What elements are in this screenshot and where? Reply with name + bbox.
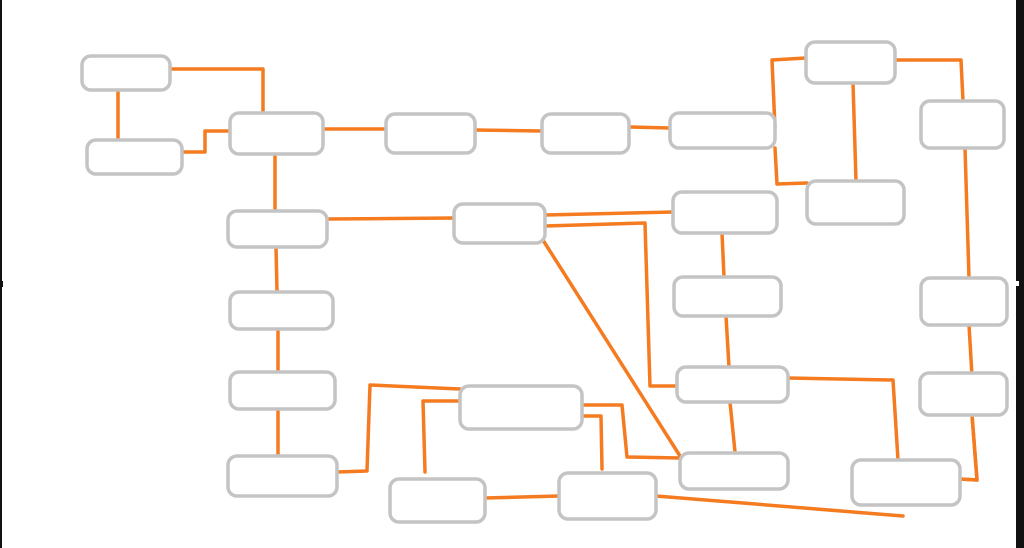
edge-n2-n3 bbox=[180, 129, 232, 154]
node-n8[interactable] bbox=[919, 99, 1006, 150]
edge-n8-n15 bbox=[963, 146, 971, 280]
node-n2[interactable] bbox=[85, 138, 184, 176]
edge-n5-n6 bbox=[627, 125, 672, 130]
frame-edge-left bbox=[0, 0, 3, 548]
edge-n12-n17 bbox=[720, 231, 726, 279]
frame-edge-left-marker bbox=[0, 281, 3, 287]
frame-edge-right bbox=[1016, 0, 1024, 548]
node-n15[interactable] bbox=[919, 276, 1009, 327]
frame-edge-right-marker bbox=[1016, 281, 1019, 286]
edge-n10-n13 bbox=[274, 245, 279, 294]
diagram-nodes bbox=[80, 40, 1009, 524]
edge-n7-n9 bbox=[851, 81, 858, 183]
node-n1[interactable] bbox=[80, 54, 172, 92]
edge-n19-n21 bbox=[580, 414, 604, 471]
node-n4[interactable] bbox=[384, 112, 477, 155]
node-n14[interactable] bbox=[228, 370, 337, 411]
node-n5[interactable] bbox=[540, 112, 631, 155]
node-n12[interactable] bbox=[671, 190, 779, 235]
node-n19[interactable] bbox=[458, 384, 584, 431]
edge-n4-n5 bbox=[473, 128, 544, 133]
edge-n16-n19 bbox=[335, 383, 462, 474]
node-n20[interactable] bbox=[388, 477, 487, 524]
edge-n11-n22 bbox=[539, 235, 682, 458]
node-n17[interactable] bbox=[672, 275, 783, 318]
node-n23[interactable] bbox=[918, 371, 1009, 417]
node-n18[interactable] bbox=[675, 365, 790, 404]
edge-n19-n22 bbox=[580, 403, 682, 460]
node-n11[interactable] bbox=[452, 202, 547, 245]
node-n24[interactable] bbox=[850, 458, 962, 507]
node-n22[interactable] bbox=[678, 451, 790, 491]
edge-n6-n7 bbox=[770, 56, 808, 130]
node-n9[interactable] bbox=[805, 179, 906, 226]
diagram-edges bbox=[116, 56, 979, 518]
node-n21[interactable] bbox=[557, 471, 658, 521]
node-n6[interactable] bbox=[668, 111, 777, 150]
edge-n19-n20 bbox=[421, 399, 462, 474]
edge-n10-n11 bbox=[325, 216, 456, 221]
edge-n6-n9 bbox=[773, 146, 809, 186]
edge-n21-n24 bbox=[654, 494, 905, 518]
edge-n15-n23 bbox=[967, 323, 974, 378]
edge-n17-n18 bbox=[724, 314, 731, 369]
node-n16[interactable] bbox=[226, 454, 339, 498]
edge-n20-n21 bbox=[483, 494, 561, 500]
edge-n23-n25 bbox=[958, 413, 979, 482]
node-n10[interactable] bbox=[226, 209, 329, 249]
node-n3[interactable] bbox=[228, 111, 325, 156]
edge-n18-n24 bbox=[786, 376, 900, 462]
edge-n11-n12 bbox=[543, 210, 675, 217]
node-n13[interactable] bbox=[228, 290, 335, 331]
edge-n1-n3 bbox=[168, 67, 265, 115]
node-n7[interactable] bbox=[804, 40, 897, 85]
edge-n11-n17 bbox=[543, 221, 679, 388]
edge-n7-n8 bbox=[893, 58, 965, 103]
